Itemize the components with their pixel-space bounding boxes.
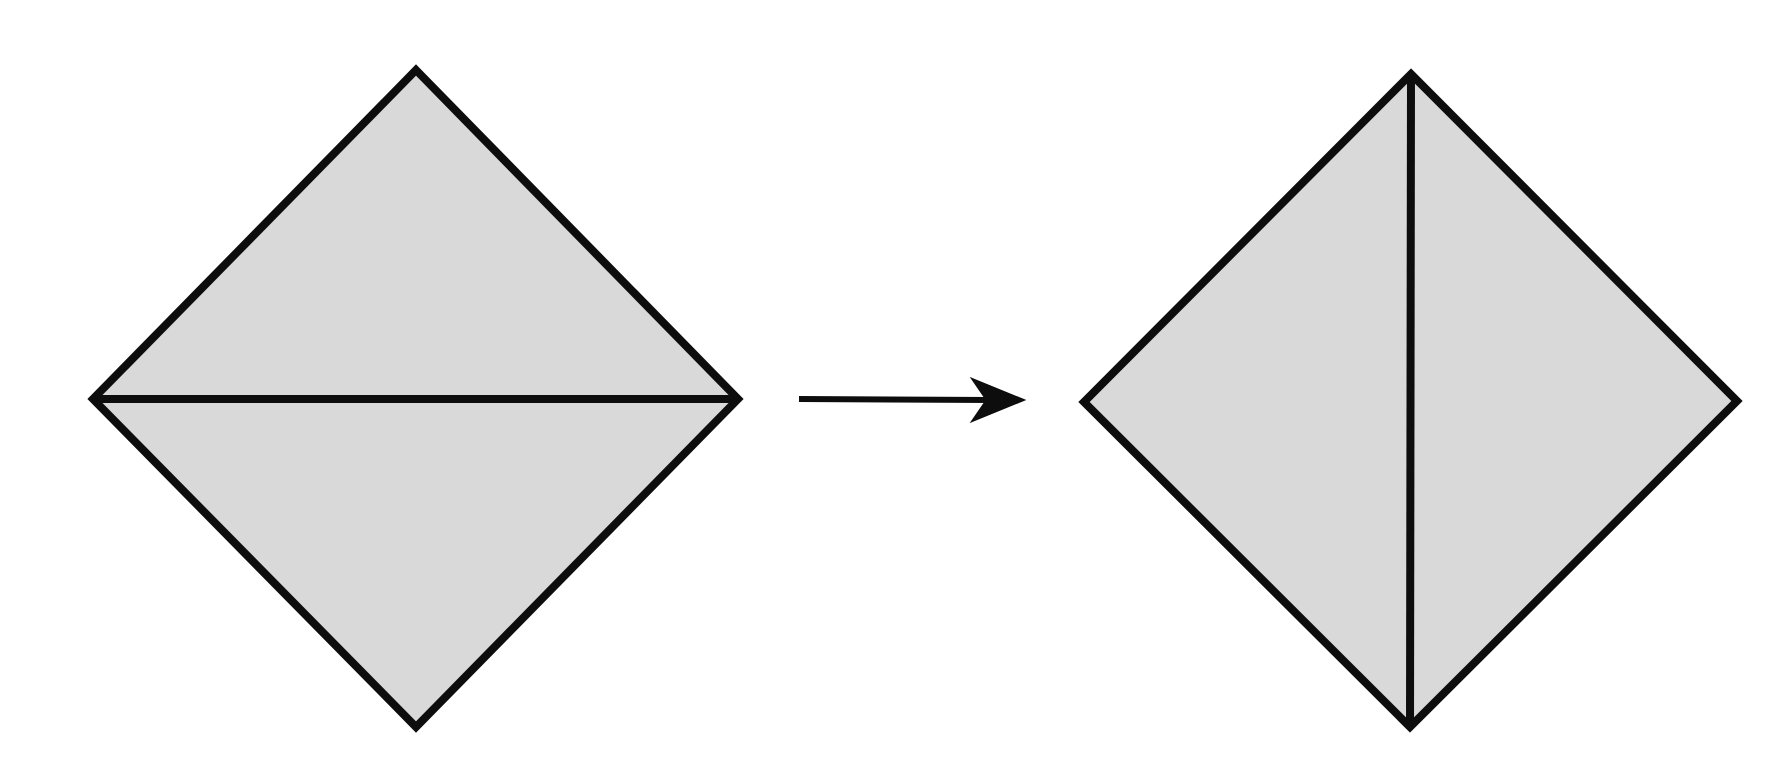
right-diamond-fold-line	[1406, 73, 1415, 728]
transform-arrow-line	[798, 396, 991, 403]
transform-arrow-head	[969, 376, 1027, 424]
